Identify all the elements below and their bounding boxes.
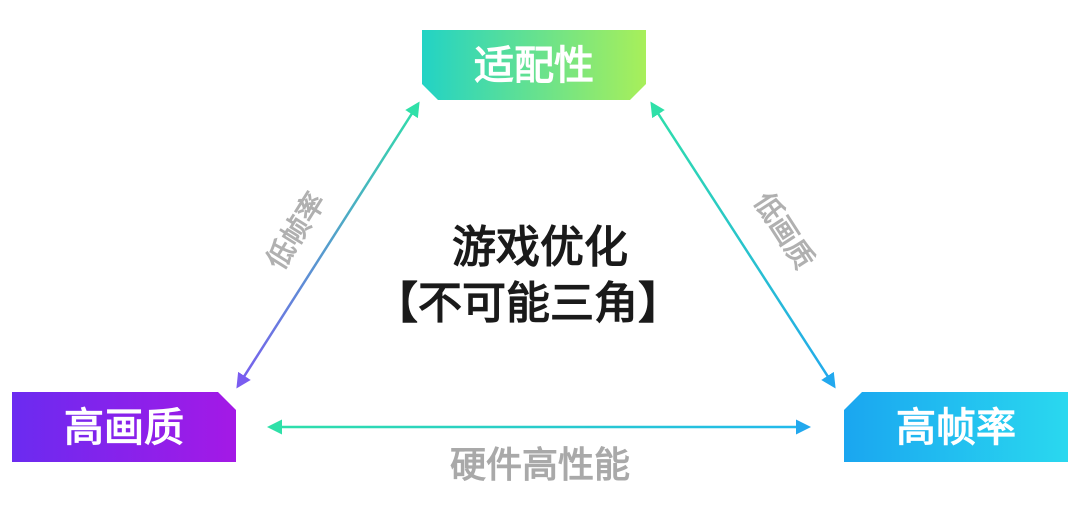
- node-top: 适配性: [422, 30, 646, 100]
- edge-right-arrow: [650, 101, 836, 389]
- edge-bottom-label: 硬件高性能: [450, 445, 630, 486]
- node-top-badge: [422, 30, 646, 100]
- edge-left-arrow: [236, 101, 420, 389]
- center-title: 游戏优化: [452, 222, 628, 273]
- node-right-badge: [844, 392, 1068, 462]
- edge-right-label: 低画质: [747, 186, 821, 275]
- node-left-badge: [12, 392, 236, 462]
- edge-left-label: 低帧率: [259, 187, 332, 277]
- node-top-label: 适配性: [474, 43, 594, 89]
- node-right-label: 高帧率: [896, 405, 1016, 451]
- node-left-label: 高画质: [64, 405, 184, 451]
- center-subtitle: 【不可能三角】: [374, 278, 682, 329]
- node-right: 高帧率: [844, 392, 1068, 462]
- node-left: 高画质: [12, 392, 236, 462]
